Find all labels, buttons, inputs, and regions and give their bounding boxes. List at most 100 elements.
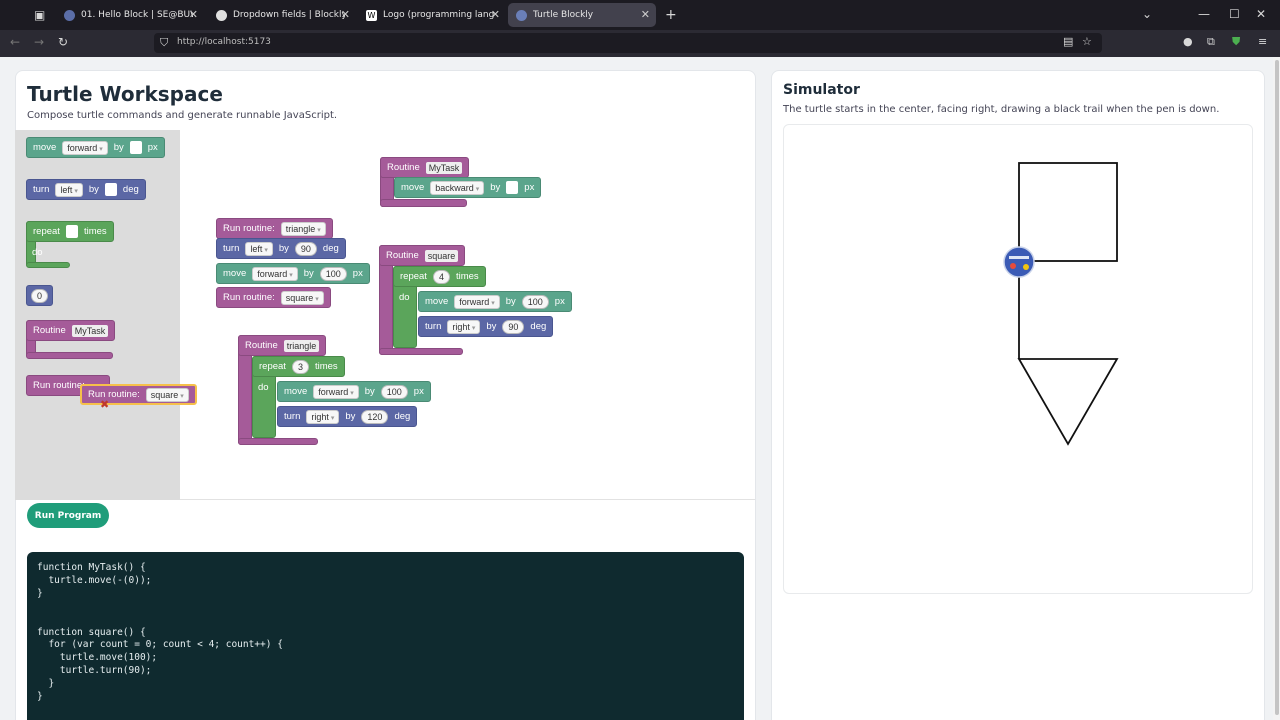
number-field[interactable]: 90	[502, 319, 525, 334]
toolbox-number-block[interactable]: 0	[26, 285, 54, 306]
routine-name-field[interactable]: square	[424, 249, 459, 262]
turn-left-block[interactable]: turn left by 90 deg	[216, 238, 346, 259]
block-label: Routine	[33, 325, 66, 336]
page-scrollbar-thumb[interactable]	[1275, 60, 1279, 715]
direction-dropdown[interactable]: left	[55, 182, 83, 197]
number-field[interactable]: 0	[31, 288, 49, 303]
new-tab-icon[interactable]: +	[665, 7, 677, 23]
toolbox-routine-block[interactable]: Routine MyTask	[26, 320, 116, 341]
menu-icon[interactable]: ≡	[1258, 35, 1268, 48]
value-slot[interactable]	[129, 141, 142, 154]
no-drop-cursor-icon: ✖	[100, 398, 110, 411]
block-label: repeat	[400, 271, 427, 282]
run-program-button[interactable]: Run Program	[27, 503, 109, 528]
number-field[interactable]: 120	[361, 409, 389, 424]
puzzle-icon[interactable]: ⧉	[1207, 35, 1215, 48]
number-field[interactable]: 3	[291, 359, 309, 374]
block-label: repeat	[33, 226, 60, 237]
adblock-icon[interactable]: ⛊	[1232, 35, 1241, 48]
number-field[interactable]: 100	[380, 384, 408, 399]
routine-dropdown[interactable]: square	[280, 290, 324, 305]
unit-label: deg	[530, 321, 547, 332]
direction-dropdown[interactable]: forward	[62, 140, 108, 155]
bookmark-star-icon[interactable]: ☆	[1082, 35, 1092, 48]
square-move-block[interactable]: move forward by 100 px	[418, 291, 572, 312]
close-tab-icon[interactable]: ✕	[490, 8, 500, 21]
routine-name-field[interactable]: MyTask	[425, 161, 463, 174]
back-icon[interactable]: ←	[10, 35, 21, 49]
shield-icon[interactable]: ⛉	[160, 36, 169, 49]
block-label: move	[284, 386, 308, 397]
block-label: by	[278, 243, 289, 254]
mytask-move-block[interactable]: move backward by px	[394, 177, 542, 198]
tab-overview-icon[interactable]: ▣	[34, 8, 46, 22]
list-tabs-icon[interactable]: ⌄	[1142, 7, 1153, 21]
simulator-canvas	[783, 124, 1253, 594]
forward-icon[interactable]: →	[34, 35, 45, 49]
mytask-routine-block[interactable]: Routine MyTask	[380, 157, 470, 178]
toolbox-routine-foot	[26, 352, 113, 359]
close-tab-icon[interactable]: ✕	[640, 8, 650, 21]
favicon-icon	[64, 9, 75, 21]
mytask-foot	[380, 199, 467, 207]
number-field[interactable]: 4	[432, 269, 450, 284]
block-label: by	[113, 142, 124, 153]
toolbox-turn-block[interactable]: turn left by deg	[26, 179, 146, 200]
direction-dropdown[interactable]: right	[306, 409, 340, 424]
url-text[interactable]: http://localhost:5173	[177, 37, 271, 47]
extension-icon[interactable]: ●	[1183, 35, 1193, 48]
generated-code-panel: function MyTask() { turtle.move(-(0)); }…	[27, 552, 744, 720]
value-slot[interactable]	[104, 183, 117, 196]
block-label: Run routine:	[88, 389, 140, 400]
direction-dropdown[interactable]: left	[245, 241, 273, 256]
triangle-routine-block[interactable]: Routine triangle	[238, 335, 327, 356]
minimize-icon[interactable]: —	[1198, 7, 1210, 21]
square-turn-block[interactable]: turn right by 90 deg	[418, 316, 554, 337]
close-tab-icon[interactable]: ✕	[188, 8, 198, 21]
turtle-icon	[1003, 246, 1035, 278]
toolbox-repeat-block[interactable]: repeat times	[26, 221, 114, 242]
toolbox-move-block[interactable]: move forward by px	[26, 137, 165, 158]
triangle-turn-block[interactable]: turn right by 120 deg	[277, 406, 418, 427]
direction-dropdown[interactable]: backward	[430, 180, 485, 195]
block-label: times	[314, 361, 338, 372]
direction-dropdown[interactable]: forward	[454, 294, 500, 309]
tab-hello-block[interactable]: 01. Hello Block | SE@BUW ✕	[56, 3, 204, 27]
block-label: Routine	[387, 162, 420, 173]
run-routine-triangle-block[interactable]: Run routine: triangle	[216, 218, 333, 239]
square-routine-block[interactable]: Routine square	[379, 245, 466, 266]
unit-label: deg	[122, 184, 139, 195]
unit-label: px	[352, 268, 363, 279]
triangle-move-block[interactable]: move forward by 100 px	[277, 381, 431, 402]
direction-dropdown[interactable]: right	[447, 319, 481, 334]
triangle-repeat-block[interactable]: repeat 3 times	[252, 356, 345, 377]
maximize-icon[interactable]: ☐	[1229, 7, 1240, 21]
run-routine-square-block[interactable]: Run routine: square	[216, 287, 331, 308]
tab-logo-language[interactable]: W Logo (programming language) ✕	[358, 3, 506, 27]
workspace-subtitle: Compose turtle commands and generate run…	[27, 110, 338, 121]
reader-view-icon[interactable]: ▤	[1063, 35, 1074, 48]
number-field[interactable]: 90	[294, 241, 317, 256]
tab-title: Dropdown fields | Blockly | Go	[233, 10, 345, 20]
direction-dropdown[interactable]: forward	[252, 266, 298, 281]
value-slot[interactable]	[506, 181, 519, 194]
dragging-run-routine-block[interactable]: Run routine: square	[80, 384, 197, 405]
url-bar[interactable]	[154, 33, 1102, 53]
reload-icon[interactable]: ↻	[58, 35, 69, 49]
tab-dropdown-fields[interactable]: Dropdown fields | Blockly | Go ✕	[208, 3, 356, 27]
square-repeat-block[interactable]: repeat 4 times	[393, 266, 486, 287]
unit-label: deg	[394, 411, 411, 422]
value-slot[interactable]	[65, 225, 78, 238]
routine-name-field[interactable]: triangle	[283, 339, 320, 352]
close-tab-icon[interactable]: ✕	[340, 8, 350, 21]
routine-dropdown[interactable]: square	[145, 387, 189, 402]
routine-name-field[interactable]: MyTask	[71, 324, 109, 337]
direction-dropdown[interactable]: forward	[313, 384, 359, 399]
routine-dropdown[interactable]: triangle	[280, 221, 326, 236]
move-forward-block[interactable]: move forward by 100 px	[216, 263, 370, 284]
number-field[interactable]: 100	[319, 266, 347, 281]
block-label: by	[345, 411, 356, 422]
close-window-icon[interactable]: ✕	[1256, 7, 1267, 21]
number-field[interactable]: 100	[521, 294, 549, 309]
tab-turtle-blockly[interactable]: Turtle Blockly ✕	[508, 3, 656, 27]
